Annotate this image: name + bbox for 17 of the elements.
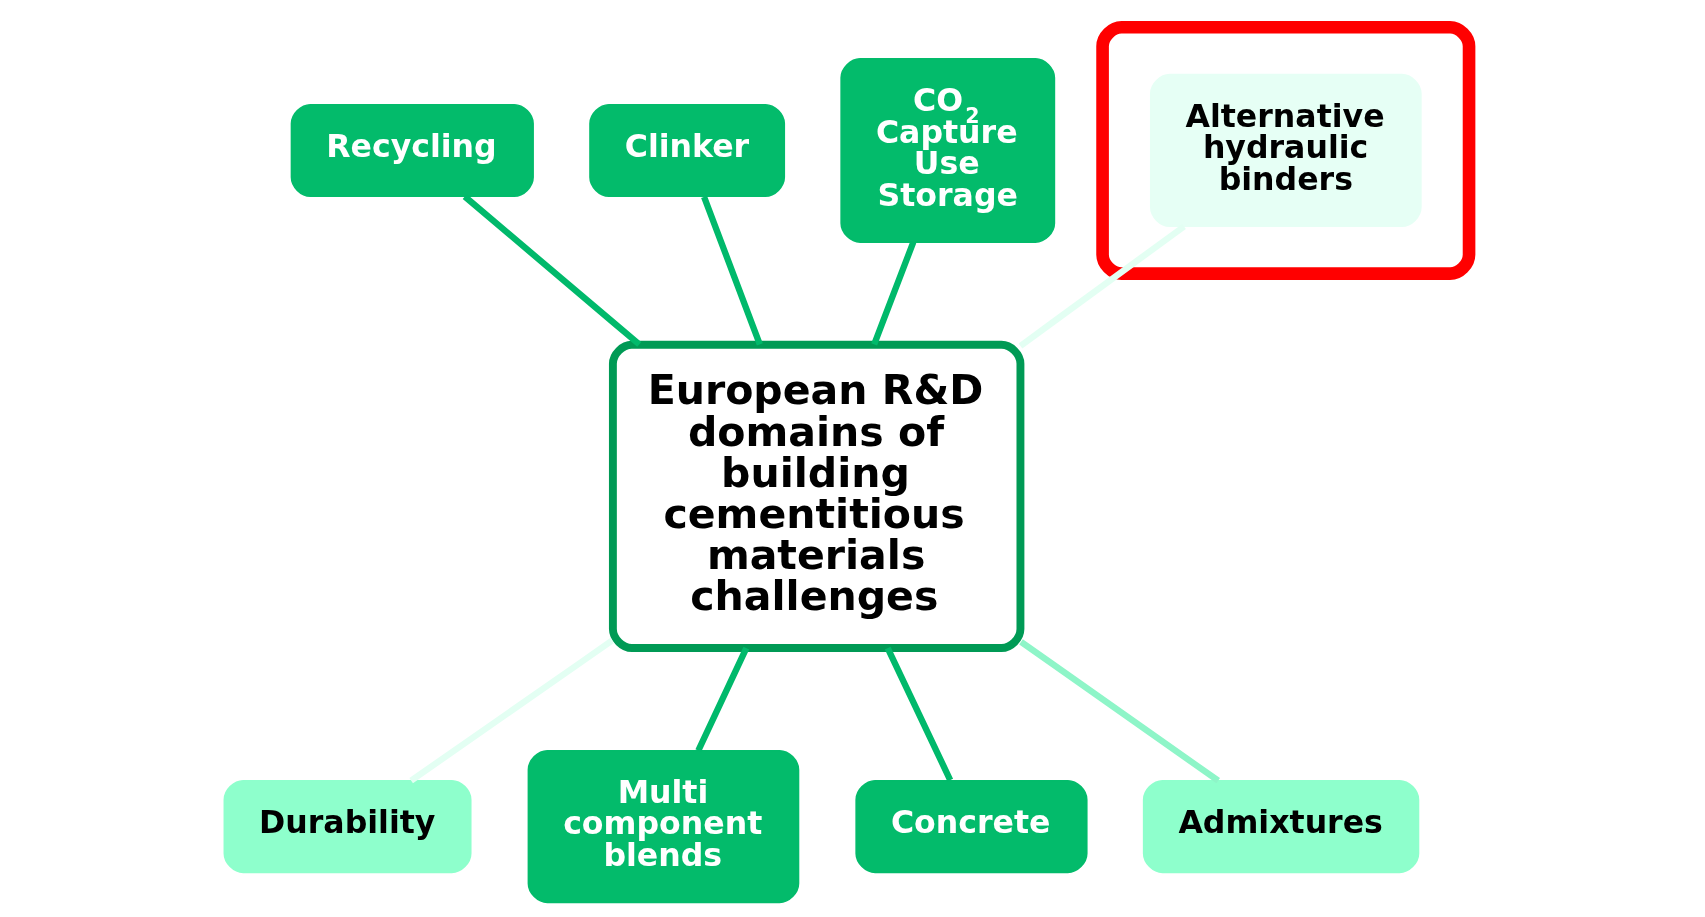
node-box: Clinker: [588, 103, 785, 198]
node-box: Alternative hydraulic binders: [1149, 73, 1422, 228]
node-box: Concrete: [854, 779, 1088, 874]
connector: [700, 195, 763, 346]
connector: [870, 241, 916, 346]
connector: [462, 194, 641, 347]
node-box: Multi component blends: [527, 749, 799, 904]
connector: [1018, 639, 1220, 784]
node-box: Admixtures: [1142, 779, 1419, 874]
connector: [884, 646, 953, 782]
cluster: [1095, 20, 1475, 280]
node-box: CO$_{2}$ Capture Use Storage: [839, 58, 1055, 243]
node-box: Durability: [223, 779, 472, 874]
connector: [408, 637, 614, 784]
node-box: European R&D domains of building cementitious materials challenges: [608, 340, 1024, 652]
connector: [694, 646, 749, 752]
node-box: Recycling: [290, 103, 534, 198]
